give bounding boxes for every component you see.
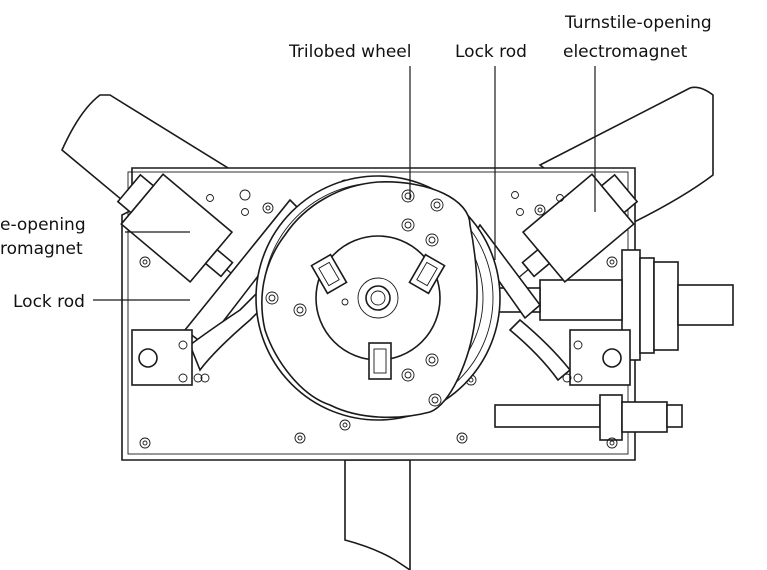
right-bracket [562, 329, 631, 386]
label-trilobed-wheel: Trilobed wheel [288, 42, 412, 62]
wheel-slot-bottom [368, 342, 392, 380]
label-lock-rod-top: Lock rod [455, 42, 527, 62]
left-bracket [131, 329, 210, 386]
leader-lines [93, 66, 596, 301]
label-right-em-line2: electromagnet [563, 42, 688, 62]
bottom-post [344, 459, 411, 570]
label-lock-rod-left: Lock rod [13, 292, 85, 312]
label-right-em-line1: Turnstile-opening [564, 13, 712, 33]
trilobed-wheel [261, 181, 478, 419]
wheel-slot-right [408, 253, 446, 295]
right-electromagnet [516, 173, 639, 284]
left-electromagnet [116, 173, 239, 284]
wheel-slot-left [310, 253, 348, 295]
labels: Trilobed wheel Lock rod Turnstile-openin… [0, 13, 712, 312]
label-left-em-line1: e-opening [0, 215, 86, 235]
label-left-em-line2: romagnet [0, 239, 83, 259]
